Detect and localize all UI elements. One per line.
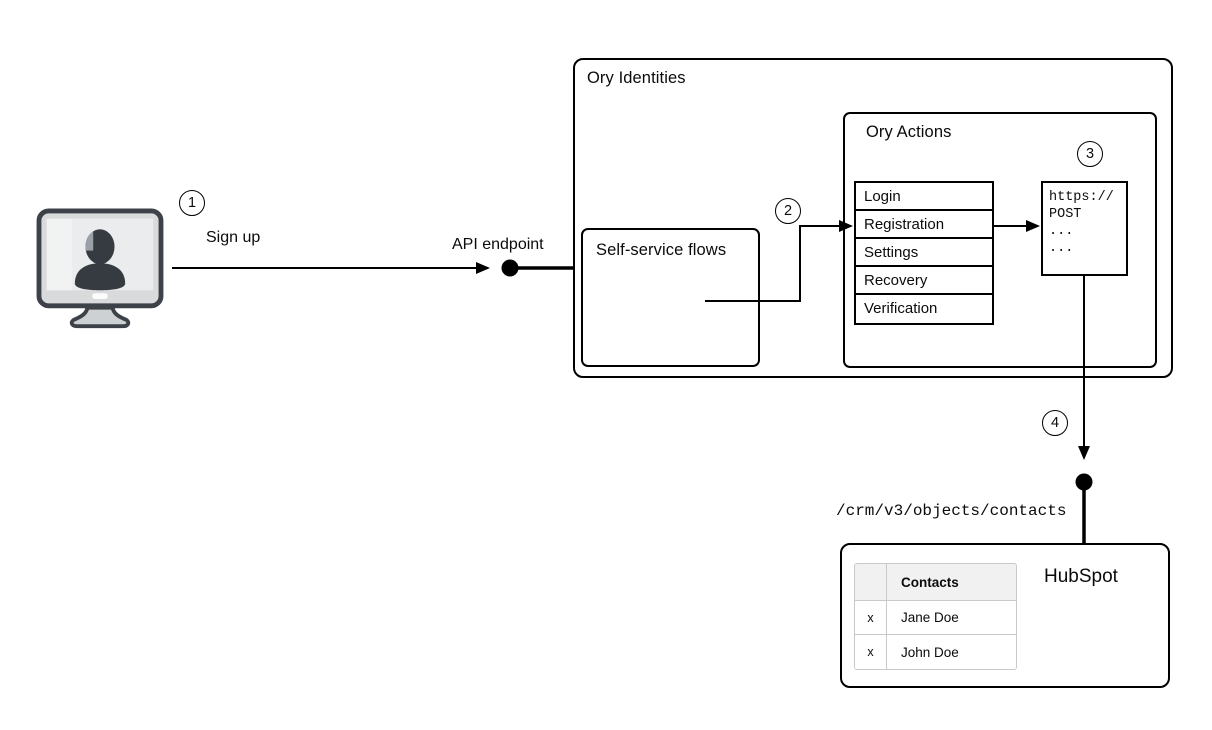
step-4-badge: 4: [1042, 410, 1068, 436]
flow-menu-item-registration: Registration: [856, 211, 992, 239]
monitor-user-graphic: [36, 208, 164, 329]
hubspot-title: HubSpot: [1044, 566, 1118, 587]
flow-menu-item-login: Login: [856, 183, 992, 211]
arrow-flows-to-actions: [705, 220, 853, 302]
self-service-flows-title: Self-service flows: [596, 241, 727, 259]
hubspot-box: [840, 543, 1170, 688]
contacts-header-empty-cell: [855, 564, 887, 600]
flow-menu-item-recovery: Recovery: [856, 267, 992, 295]
contacts-header-cell: Contacts: [901, 574, 959, 590]
sign-up-label: Sign up: [206, 229, 261, 246]
self-service-flows-box: [581, 228, 760, 367]
contact-name-cell: John Doe: [901, 644, 959, 660]
step-3-badge: 3: [1077, 141, 1103, 167]
step-1-badge: 1: [179, 190, 205, 216]
contacts-table-header-row: Contacts: [855, 564, 1016, 601]
contact-name-cell: Jane Doe: [901, 610, 959, 625]
ory-identities-box: [573, 58, 1173, 378]
flow-menu-item-verification: Verification: [856, 295, 992, 323]
code-line: https://: [1049, 190, 1114, 205]
step-2-badge: 2: [775, 198, 801, 224]
api-endpoint-label: API endpoint: [452, 236, 544, 253]
contact-mark-cell: x: [855, 601, 887, 634]
ory-identities-title: Ory Identities: [587, 69, 686, 87]
crm-path-label: /crm/v3/objects/contacts: [836, 502, 1067, 520]
webhook-request-box: https:// POST ... ...: [1041, 181, 1128, 276]
code-line: ...: [1049, 241, 1074, 256]
flow-menu: Login Registration Settings Recovery Ver…: [854, 181, 994, 325]
code-line: POST: [1049, 207, 1082, 222]
code-line: ...: [1049, 224, 1074, 239]
contacts-row: x Jane Doe: [855, 601, 1016, 635]
contacts-table: Contacts x Jane Doe x John Doe: [854, 563, 1017, 670]
ory-actions-title: Ory Actions: [866, 123, 952, 141]
contact-mark-cell: x: [855, 635, 887, 669]
user-workstation-icon: [36, 208, 164, 335]
ory-actions-box: [843, 112, 1157, 368]
contacts-row: x John Doe: [855, 635, 1016, 669]
flow-menu-item-settings: Settings: [856, 239, 992, 267]
